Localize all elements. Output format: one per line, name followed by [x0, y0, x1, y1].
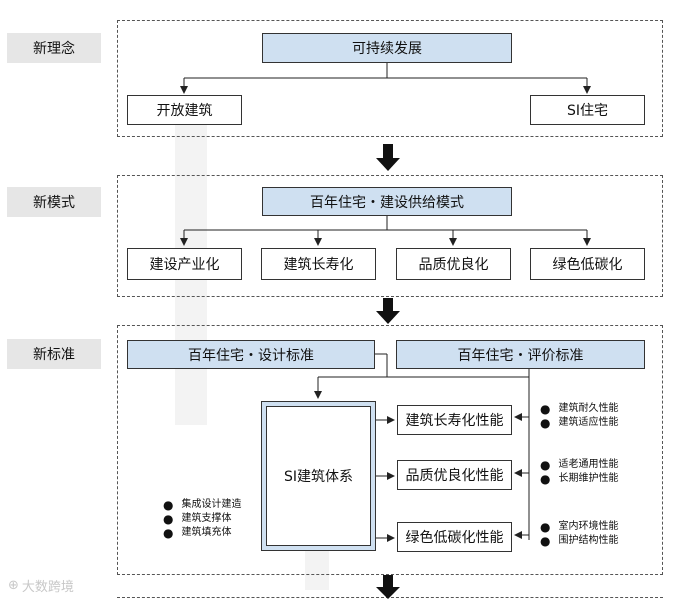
- mode-item: 绿色低碳化: [530, 248, 645, 280]
- note-item: ●集成设计建造: [163, 498, 242, 512]
- next-section-border: [117, 597, 663, 598]
- note-item: ●建筑适应性能: [540, 416, 619, 430]
- design-standard-box: 百年住宅・设计标准: [127, 340, 375, 369]
- section-standard: [117, 325, 663, 575]
- si-housing-box: SI住宅: [530, 95, 645, 125]
- performance-box: 品质优良化性能: [397, 460, 512, 490]
- label-new-standard: 新标准: [7, 339, 101, 369]
- notes-green: ●室内环境性能 ●围护结构性能: [540, 520, 665, 548]
- section-mode: [117, 175, 663, 297]
- note-item: ●建筑支撑体: [163, 512, 232, 526]
- notes-quality: ●适老通用性能 ●长期维护性能: [540, 458, 665, 486]
- sustainable-development-box: 可持续发展: [262, 33, 512, 63]
- label-new-concept: 新理念: [7, 33, 101, 63]
- note-item: ●适老通用性能: [540, 458, 619, 472]
- section-concept: [117, 20, 663, 137]
- supply-mode-box: 百年住宅・建设供给模式: [262, 187, 512, 216]
- performance-box: 绿色低碳化性能: [397, 522, 512, 552]
- note-item: ●建筑填充体: [163, 526, 232, 540]
- note-item: ●室内环境性能: [540, 520, 619, 534]
- performance-box: 建筑长寿化性能: [397, 405, 512, 435]
- evaluation-standard-box: 百年住宅・评价标准: [396, 340, 645, 369]
- mode-item: 建筑长寿化: [261, 248, 376, 280]
- mode-item: 建设产业化: [127, 248, 242, 280]
- notes-si-system: ●集成设计建造 ●建筑支撑体 ●建筑填充体: [163, 498, 263, 540]
- mode-item: 品质优良化: [396, 248, 511, 280]
- open-building-box: 开放建筑: [127, 95, 242, 125]
- si-system-frame: SI建筑体系: [261, 401, 376, 551]
- note-item: ●长期维护性能: [540, 472, 619, 486]
- watermark-logo-icon: ⊕: [8, 578, 19, 593]
- watermark: ⊕ 大数跨境: [8, 578, 74, 595]
- label-new-mode: 新模式: [7, 187, 101, 217]
- note-item: ●围护结构性能: [540, 534, 619, 548]
- notes-longevity: ●建筑耐久性能 ●建筑适应性能: [540, 402, 665, 430]
- si-system-box: SI建筑体系: [266, 406, 371, 546]
- note-item: ●建筑耐久性能: [540, 402, 619, 416]
